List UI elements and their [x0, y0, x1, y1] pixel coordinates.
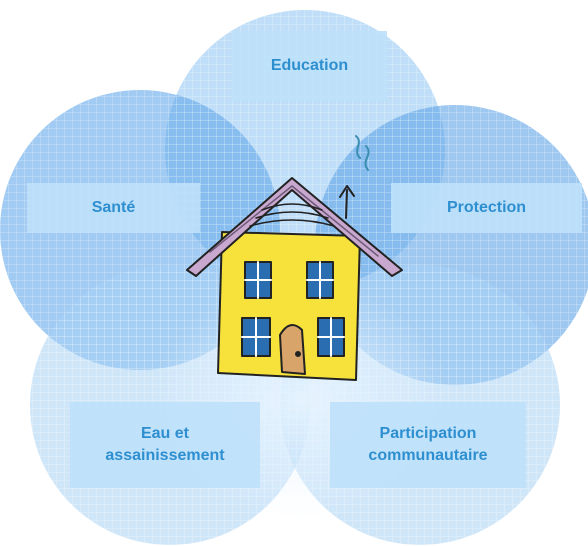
- label-eau-assainissement: Eau et assainissement: [70, 402, 260, 488]
- label-participation-communautaire: Participation communautaire: [330, 402, 526, 488]
- label-sante: Santé: [27, 183, 200, 233]
- house-icon: [186, 135, 403, 381]
- label-protection: Protection: [391, 183, 582, 233]
- label-education: Education: [232, 31, 387, 101]
